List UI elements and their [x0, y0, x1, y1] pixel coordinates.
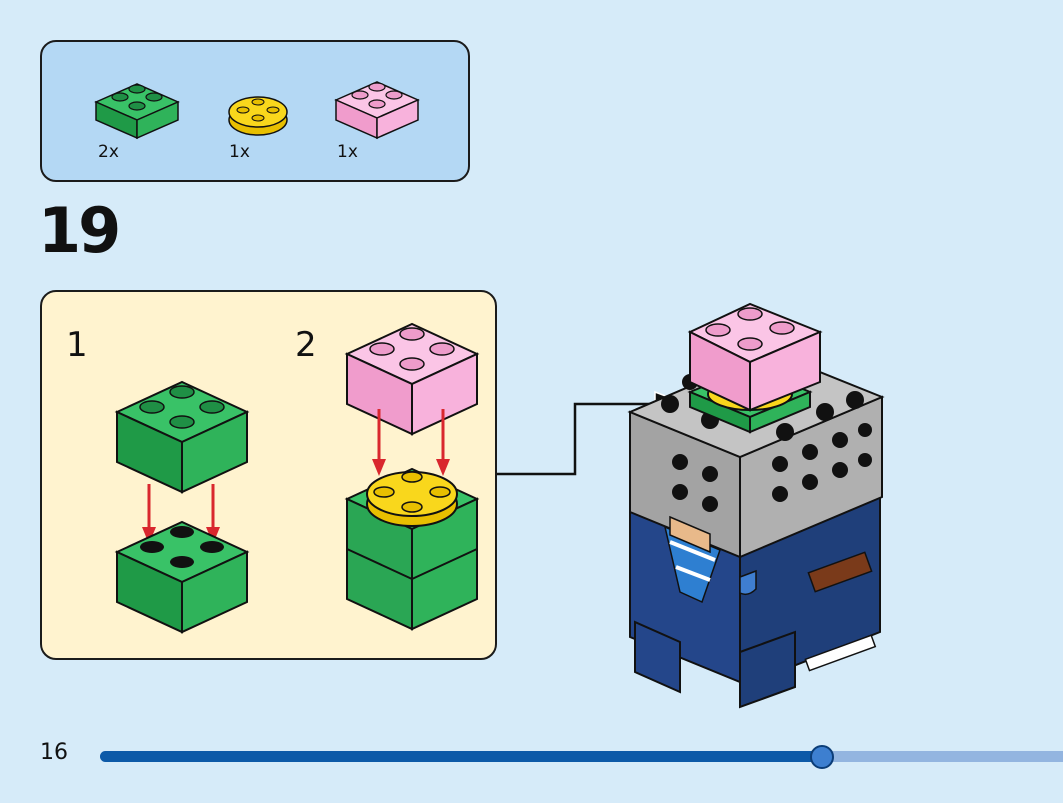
- yellow-round-plate-placed-icon: [366, 471, 458, 527]
- red-down-arrows: [142, 484, 220, 544]
- sub-assembly-box: 1 2: [40, 290, 497, 660]
- yellow-plate-quantity: 1x: [229, 142, 250, 162]
- pink-brick-top-icon: [344, 322, 480, 436]
- progress-knob: [810, 745, 835, 769]
- step-number: 19: [38, 194, 121, 267]
- substep-2-illustration: [344, 322, 480, 631]
- brickheadz-model-illustration: [627, 302, 885, 709]
- green-brick-bottom-icon: [114, 520, 250, 634]
- substep-number-1: 1: [66, 325, 88, 365]
- red-down-arrows-2: [372, 409, 450, 476]
- progress-bar: [100, 745, 1063, 769]
- model-top-pink-brick: [687, 302, 823, 412]
- parts-list-box: 2x 1x 1x: [40, 40, 470, 182]
- pink-brick-icon: [334, 81, 420, 140]
- progress-fill: [100, 751, 823, 762]
- green-brick-icon: [94, 83, 180, 140]
- substep-1-illustration: [114, 380, 250, 634]
- green-brick-quantity: 2x: [98, 142, 119, 162]
- page-number: 16: [40, 740, 68, 765]
- substep-number-2: 2: [295, 325, 317, 365]
- green-brick-top-icon: [114, 380, 250, 494]
- yellow-round-plate-icon: [228, 96, 288, 136]
- pink-brick-quantity: 1x: [337, 142, 358, 162]
